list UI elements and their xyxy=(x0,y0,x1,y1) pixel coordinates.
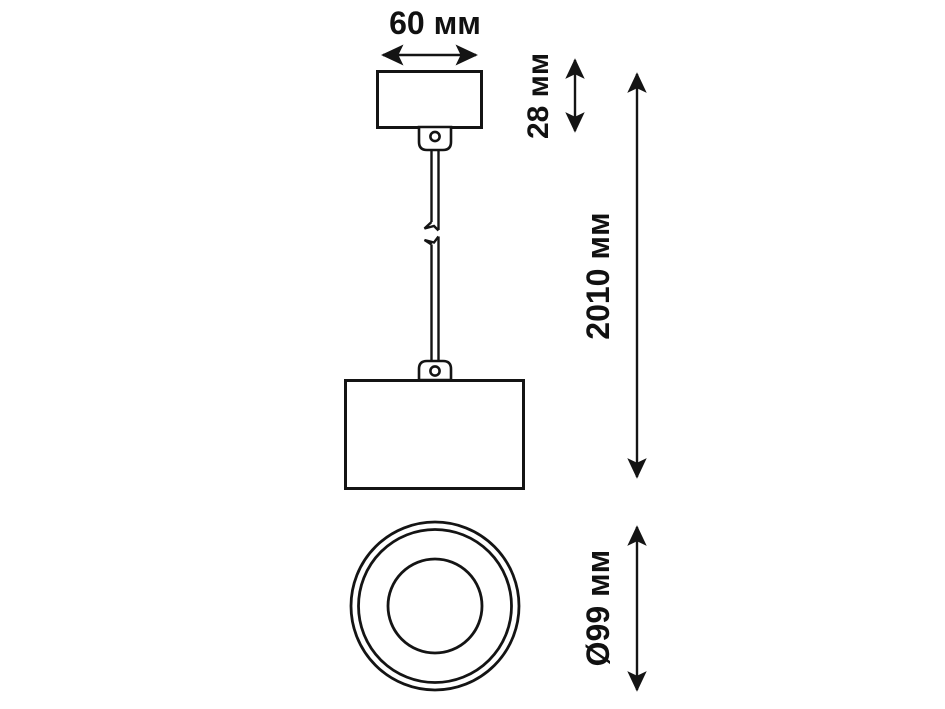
suspension-length-label: 2010 мм xyxy=(580,212,616,339)
canopy-width-label: 60 мм xyxy=(389,5,481,41)
lamp-shade-body-front xyxy=(344,379,525,490)
shade-diameter-label: Ø99 мм xyxy=(580,550,616,667)
ceiling-canopy-body xyxy=(376,70,483,129)
front-elevation-view xyxy=(344,70,525,490)
cable-break-symbol-upper xyxy=(423,221,440,232)
upper-bracket-screw-hole xyxy=(429,130,441,143)
bottom-plan-view xyxy=(349,520,521,692)
canopy-height-dimension: 28 мм xyxy=(522,53,585,139)
shade-diameter-dimension: Ø99 мм xyxy=(580,525,647,692)
light-aperture-circle xyxy=(386,557,484,655)
lower-bracket-screw-hole xyxy=(429,365,441,377)
canopy-height-label: 28 мм xyxy=(522,53,555,139)
canopy-width-dimension: 60 мм xyxy=(381,5,481,66)
suspension-length-dimension: 2010 мм xyxy=(580,72,647,479)
cable-break-symbol-lower xyxy=(423,235,440,246)
